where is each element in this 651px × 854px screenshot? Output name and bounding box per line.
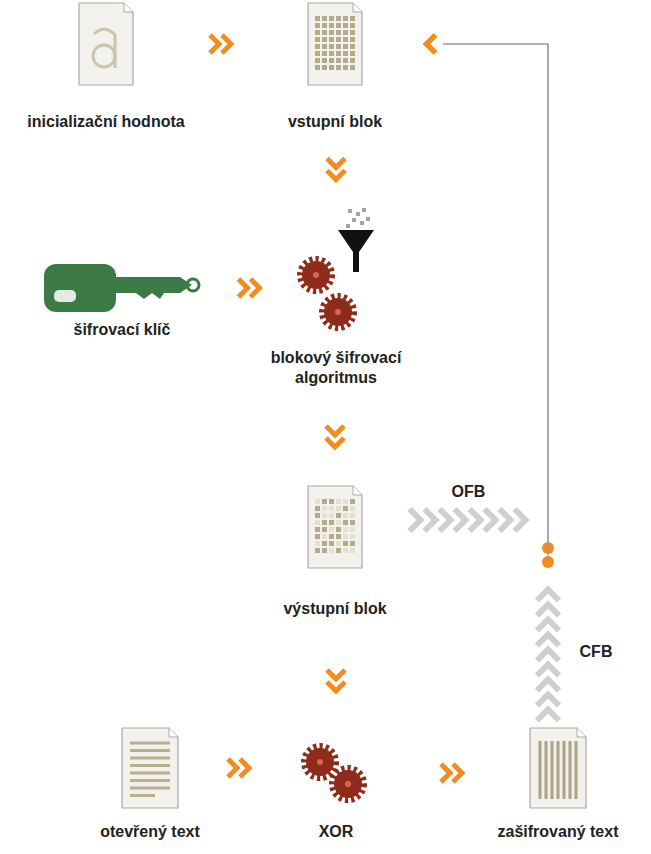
icon-node: zašifrovaný text [473, 727, 643, 842]
flow-connector [210, 35, 231, 53]
key-icon [42, 262, 202, 314]
out-icon [307, 485, 363, 569]
icon-node: inicializační hodnota [0, 2, 216, 132]
node-label: blokový šifrovací algoritmus [246, 348, 426, 388]
flow-connector [427, 35, 560, 721]
flow-connector [228, 759, 249, 777]
flow-connector [410, 35, 555, 554]
docA-icon [78, 2, 134, 86]
icon-node: XOR [276, 742, 396, 842]
grid-icon [307, 2, 363, 86]
node-label: šifrovací klíč [22, 320, 222, 340]
flow-connector [239, 279, 260, 297]
flow-connector [327, 670, 345, 691]
lines-icon [121, 727, 179, 809]
mode-label: OFB [449, 482, 489, 502]
flow-connector [441, 764, 462, 782]
icon-node: šifrovací klíč [22, 262, 222, 340]
algo-icon [296, 206, 376, 336]
node-label: zašifrovaný text [473, 822, 643, 842]
icon-node: blokový šifrovací algoritmus [246, 206, 426, 388]
node-label: výstupní blok [255, 599, 415, 619]
node-label: otevřený text [70, 822, 230, 842]
node-label: inicializační hodnota [0, 112, 216, 132]
icon-node: výstupní blok [255, 485, 415, 619]
gears-icon [298, 742, 374, 804]
node-label: XOR [276, 822, 396, 842]
mode-label: CFB [577, 642, 616, 662]
cipher-icon [529, 727, 587, 809]
flow-connector [327, 159, 345, 180]
flow-connector [326, 426, 344, 447]
icon-node: otevřený text [70, 727, 230, 842]
icon-node: vstupní blok [255, 2, 415, 132]
node-label: vstupní blok [255, 112, 415, 132]
